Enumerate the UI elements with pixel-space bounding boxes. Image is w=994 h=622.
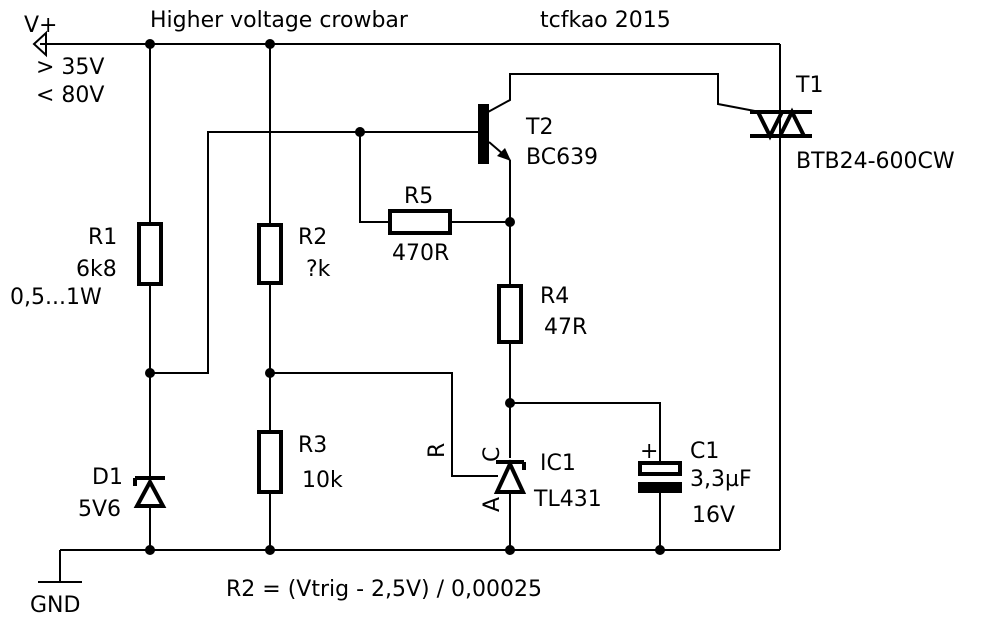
junction: [265, 545, 275, 555]
junction: [355, 127, 365, 137]
supply-min-label: > 35V: [36, 55, 104, 80]
r4-ref-label: R4: [540, 284, 569, 309]
wires: [40, 43, 781, 582]
supply-max-label: < 80V: [36, 83, 104, 108]
author-label: tcfkao 2015: [540, 8, 671, 33]
vplus-symbol: [32, 30, 47, 58]
wire-c1-top: [510, 402, 661, 463]
t1-ref-label: T1: [795, 73, 823, 98]
junction: [265, 368, 275, 378]
c1-value-label: 3,3µF: [690, 467, 752, 492]
ic1-pin-a-label: A: [480, 497, 505, 512]
c1-voltage-label: 16V: [692, 503, 735, 528]
r5-value-label: 470R: [392, 241, 449, 266]
ic1-ref-label: IC1: [540, 451, 576, 476]
t1-part-label: BTB24-600CW: [796, 149, 955, 174]
ic1-pin-c-label: C: [480, 447, 505, 462]
d1-zener-diode: [133, 476, 167, 508]
t1-triac: [750, 107, 812, 141]
junctions: [145, 39, 665, 555]
vplus-label: V+: [24, 13, 57, 38]
r4-value-label: 47R: [544, 315, 587, 340]
r1-resistor: [137, 222, 163, 286]
c1-capacitor: [638, 461, 682, 493]
r2-value-label: ?k: [306, 257, 331, 282]
wire-d1-t2base: [150, 131, 480, 374]
r1-ref-label: R1: [88, 225, 117, 250]
junction: [505, 217, 515, 227]
t2-transistor: [478, 104, 511, 164]
r3-value-label: 10k: [302, 468, 343, 493]
t2-ref-label: T2: [525, 115, 553, 140]
r3-resistor: [257, 430, 283, 494]
c1-polarity-label: +: [640, 439, 658, 464]
d1-ref-label: D1: [92, 465, 123, 490]
junction: [145, 368, 155, 378]
diagram-title: Higher voltage crowbar: [150, 8, 409, 33]
r5-ref-label: R5: [404, 184, 433, 209]
formula-label: R2 = (Vtrig - 2,5V) / 0,00025: [226, 577, 542, 602]
gnd-label: GND: [30, 593, 80, 618]
t2-part-label: BC639: [526, 145, 598, 170]
wire-t2-collector-gate: [487, 73, 761, 113]
ic1-tl431: [493, 459, 527, 494]
r4-resistor: [497, 284, 523, 344]
wire-r5-left: [359, 132, 390, 223]
r1-value-label: 6k8: [76, 257, 117, 282]
junction: [145, 545, 155, 555]
ic1-part-label: TL431: [533, 487, 602, 512]
d1-value-label: 5V6: [78, 497, 121, 522]
wire-ref: [270, 372, 498, 477]
r1-power-label: 0,5...1W: [10, 285, 102, 310]
r2-resistor: [257, 223, 283, 285]
junction: [505, 398, 515, 408]
r2-ref-label: R2: [298, 225, 327, 250]
r3-ref-label: R3: [298, 433, 327, 458]
c1-ref-label: C1: [690, 439, 719, 464]
junction: [505, 545, 515, 555]
ic1-pin-r-label: R: [425, 443, 450, 458]
junction: [145, 39, 155, 49]
junction: [655, 545, 665, 555]
r5-resistor: [388, 209, 452, 235]
junction: [265, 39, 275, 49]
